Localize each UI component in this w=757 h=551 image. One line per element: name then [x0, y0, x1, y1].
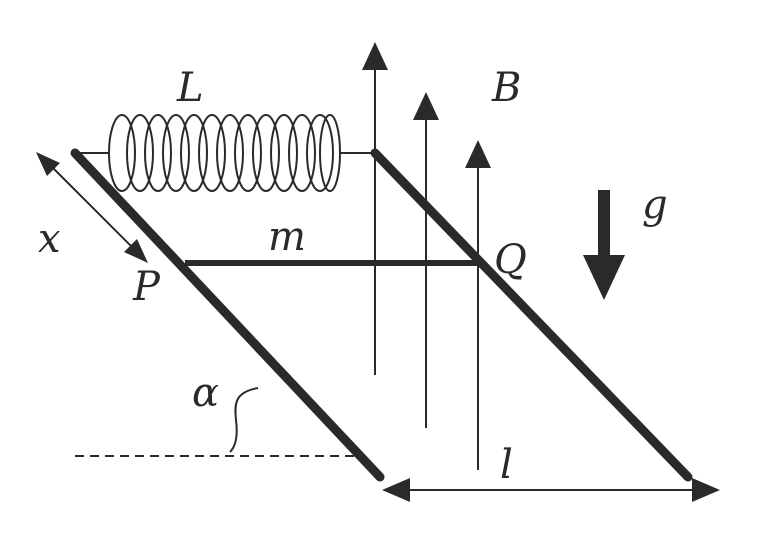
angle-indicator: [229, 387, 259, 453]
left-rail: [70, 148, 385, 482]
label-angle: α: [192, 370, 219, 416]
gravity-down-arrow-icon: [583, 190, 625, 300]
displacement-arrowhead-down-icon: [124, 239, 148, 263]
field-arrowhead-icon: [362, 42, 388, 70]
field-arrowhead-icon: [465, 140, 491, 168]
right-rail: [370, 148, 693, 482]
displacement-arrow: [36, 152, 148, 263]
label-field: B: [491, 65, 521, 111]
field-arrowhead-icon: [413, 92, 439, 120]
label-gravity: g: [642, 182, 668, 228]
label-point-q: Q: [494, 237, 527, 283]
displacement-arrowhead-up-icon: [36, 152, 60, 176]
label-mass: m: [268, 214, 306, 260]
inductor-coil-icon: [108, 114, 341, 192]
label-displacement: x: [38, 216, 61, 262]
label-point-p: P: [132, 264, 161, 310]
label-separation: l: [500, 442, 513, 488]
separation-arrowhead-right-icon: [692, 478, 720, 502]
separation-arrow: [382, 478, 720, 502]
separation-arrowhead-left-icon: [382, 478, 410, 502]
label-inductor: L: [176, 65, 204, 111]
